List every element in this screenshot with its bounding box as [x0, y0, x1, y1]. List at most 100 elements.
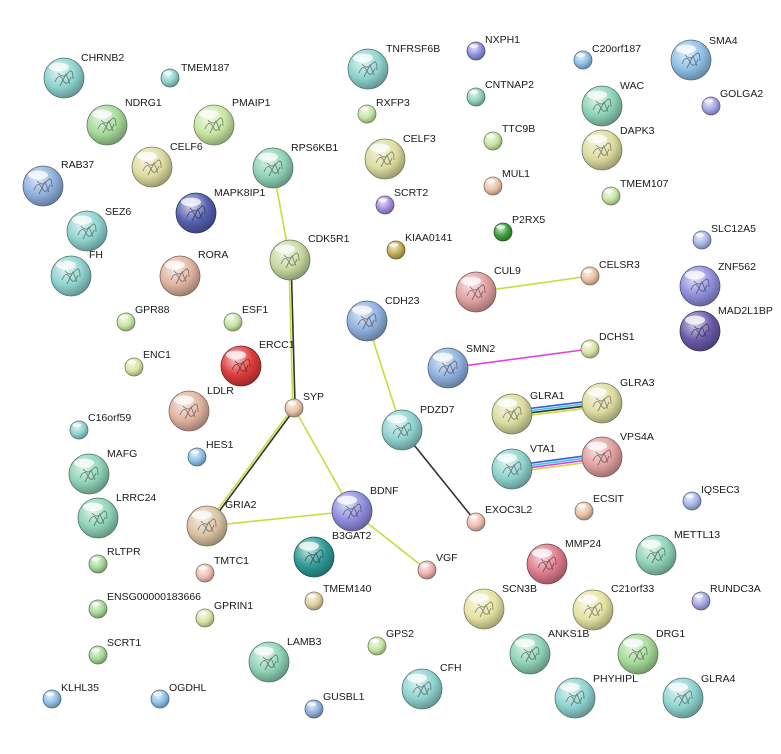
node-HES1[interactable]: HES1 — [187, 439, 234, 467]
protein-structure-icon — [466, 284, 486, 301]
node-CELF6[interactable]: CELF6 — [131, 141, 203, 188]
node-SCRT2[interactable]: SCRT2 — [375, 187, 428, 215]
node-RORA[interactable]: RORA — [159, 249, 228, 297]
node-MAPK8IP1[interactable]: MAPK8IP1 — [175, 187, 266, 234]
node-MUL1[interactable]: MUL1 — [483, 168, 530, 196]
node-C21orf33[interactable]: C21orf33 — [572, 583, 654, 631]
node-ENSG00000183666[interactable]: ENSG00000183666 — [88, 591, 201, 619]
node-SCN3B[interactable]: SCN3B — [463, 583, 537, 630]
node-highlight — [181, 197, 201, 207]
node-METTL13[interactable]: METTL13 — [635, 529, 720, 576]
node-ENC1[interactable]: ENC1 — [124, 349, 171, 377]
node-label: GRIA2 — [225, 499, 257, 511]
node-SCRT1[interactable]: SCRT1 — [88, 637, 141, 665]
node-CHRNB2[interactable]: CHRNB2 — [43, 52, 124, 99]
node-SEZ6[interactable]: SEZ6 — [66, 206, 131, 252]
node-RAB37[interactable]: RAB37 — [22, 159, 94, 207]
node-DRG1[interactable]: DRG1 — [617, 628, 685, 675]
node-BDNF[interactable]: BDNF — [331, 485, 399, 532]
protein-structure-icon — [357, 313, 377, 330]
node-label: GOLGA2 — [720, 88, 763, 100]
node-highlight — [578, 594, 598, 604]
node-TMEM140[interactable]: TMEM140 — [304, 583, 372, 611]
node-PHYHIPL[interactable]: PHYHIPL — [554, 673, 638, 719]
node-TMTC1[interactable]: TMTC1 — [195, 555, 249, 583]
node-P2RX5[interactable]: P2RX5 — [493, 214, 545, 242]
node-SLC12A5[interactable]: SLC12A5 — [692, 223, 756, 250]
node-RPS6KB1[interactable]: RPS6KB1 — [252, 142, 338, 189]
protein-structure-icon — [502, 461, 522, 478]
node-LDLR[interactable]: LDLR — [168, 385, 234, 432]
protein-structure-icon — [592, 98, 612, 115]
node-GRIA2[interactable]: GRIA2 — [186, 499, 257, 547]
node-highlight — [165, 260, 185, 270]
node-TMEM187[interactable]: TMEM187 — [160, 62, 230, 88]
node-ANKS1B[interactable]: ANKS1B — [509, 628, 589, 675]
node-highlight — [641, 539, 661, 549]
node-C16orf59[interactable]: C16orf59 — [69, 412, 131, 440]
node-DCHS1[interactable]: DCHS1 — [580, 331, 635, 359]
node-highlight — [685, 270, 705, 280]
node-GPRIN1[interactable]: GPRIN1 — [195, 600, 253, 628]
node-EXOC3L2[interactable]: EXOC3L2 — [466, 504, 532, 532]
node-GPR88[interactable]: GPR88 — [116, 304, 170, 332]
protein-structure-icon — [375, 151, 395, 168]
node-ESF1[interactable]: ESF1 — [223, 304, 268, 332]
node-label: ENSG00000183666 — [107, 591, 201, 603]
protein-structure-icon — [474, 601, 494, 618]
node-IQSEC3[interactable]: IQSEC3 — [682, 484, 740, 511]
node-DAPK3[interactable]: DAPK3 — [581, 125, 655, 171]
node-ZNF562[interactable]: ZNF562 — [679, 261, 756, 307]
node-VPS4A[interactable]: VPS4A — [581, 431, 654, 478]
node-CELSR3[interactable]: CELSR3 — [580, 259, 640, 286]
node-ECSIT[interactable]: ECSIT — [574, 493, 625, 521]
node-LAMB3[interactable]: LAMB3 — [248, 636, 322, 683]
node-TNFRSF6B[interactable]: TNFRSF6B — [347, 43, 440, 90]
node-RXFP3[interactable]: RXFP3 — [357, 97, 410, 124]
node-MMP24[interactable]: MMP24 — [526, 538, 601, 585]
node-SYP[interactable]: SYP — [284, 391, 324, 418]
node-NDRG1[interactable]: NDRG1 — [86, 97, 162, 146]
node-KLHL35[interactable]: KLHL35 — [42, 682, 99, 709]
node-NXPH1[interactable]: NXPH1 — [466, 34, 520, 61]
node-highlight — [92, 109, 112, 119]
node-VGF[interactable]: VGF — [417, 552, 458, 580]
node-C20orf187[interactable]: C20orf187 — [573, 43, 641, 70]
node-FH[interactable]: FH — [50, 249, 103, 297]
node-CELF3[interactable]: CELF3 — [364, 133, 436, 180]
node-WAC[interactable]: WAC — [581, 80, 645, 127]
node-CDK5R1[interactable]: CDK5R1 — [269, 233, 350, 281]
node-OGDHL[interactable]: OGDHL — [150, 682, 207, 709]
node-LRRC24[interactable]: LRRC24 — [77, 492, 156, 539]
node-highlight — [587, 441, 607, 451]
node-KIAA0141[interactable]: KIAA0141 — [386, 232, 452, 260]
node-label: BDNF — [370, 485, 399, 497]
node-PDZD7[interactable]: PDZD7 — [381, 404, 455, 451]
node-PMAIP1[interactable]: PMAIP1 — [193, 97, 271, 146]
node-MAFG[interactable]: MAFG — [68, 448, 137, 495]
node-GLRA1[interactable]: GLRA1 — [491, 390, 565, 435]
node-B3GAT2[interactable]: B3GAT2 — [293, 530, 372, 578]
protein-structure-icon — [179, 403, 199, 420]
node-GPS2[interactable]: GPS2 — [367, 628, 414, 656]
node-TTC9B[interactable]: TTC9B — [483, 123, 535, 151]
node-CUL9[interactable]: CUL9 — [455, 265, 521, 313]
node-MAD2L1BP[interactable]: MAD2L1BP — [679, 305, 773, 352]
node-GLRA4[interactable]: GLRA4 — [662, 673, 736, 719]
node-SMA4[interactable]: SMA4 — [670, 35, 738, 81]
node-SMN2[interactable]: SMN2 — [427, 343, 495, 389]
node-GUSBL1[interactable]: GUSBL1 — [304, 691, 365, 719]
node-label: FH — [89, 249, 103, 261]
node-RLTPR[interactable]: RLTPR — [88, 546, 141, 574]
node-CDH23[interactable]: CDH23 — [346, 295, 420, 342]
node-CFH[interactable]: CFH — [401, 662, 462, 710]
edge-GRIA2-BDNF — [206, 510, 353, 527]
node-GLRA3[interactable]: GLRA3 — [581, 377, 655, 424]
node-RUNDC3A[interactable]: RUNDC3A — [691, 583, 761, 611]
node-VTA1[interactable]: VTA1 — [491, 443, 556, 490]
node-TMEM107[interactable]: TMEM107 — [601, 178, 669, 206]
node-GOLGA2[interactable]: GOLGA2 — [701, 88, 763, 116]
node-CNTNAP2[interactable]: CNTNAP2 — [466, 79, 534, 107]
node-ERCC1[interactable]: ERCC1 — [220, 339, 295, 387]
node-label: RXFP3 — [376, 97, 410, 109]
